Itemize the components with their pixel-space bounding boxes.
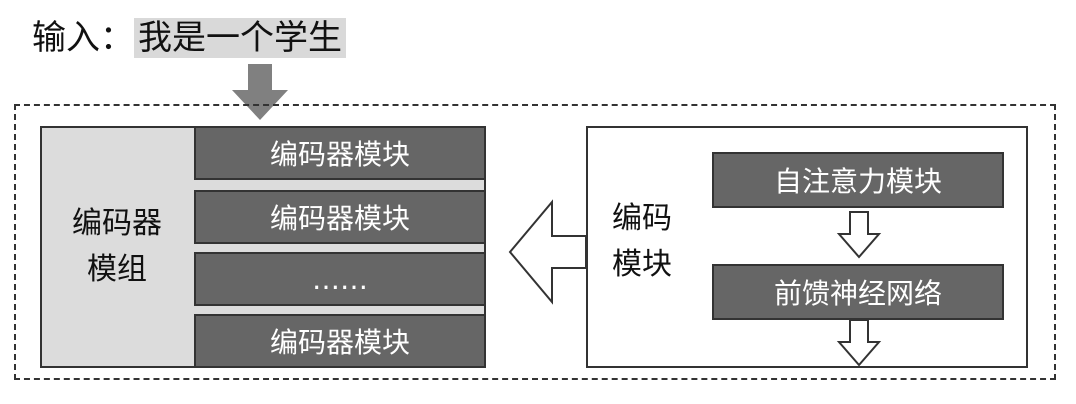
down-hollow-arrow-icon (836, 211, 882, 259)
input-sentence: 我是一个学生 (134, 18, 346, 58)
encoder-block: 编码器模块 (194, 126, 486, 180)
encoder-block-ellipsis: …… (194, 252, 486, 306)
encoder-group-label: 编码器模组 (72, 206, 162, 287)
input-label: 输入： (32, 18, 134, 58)
input-line: 输入：我是一个学生 (32, 14, 346, 62)
feed-forward-block: 前馈神经网络 (712, 264, 1004, 320)
encoder-block: 编码器模块 (194, 314, 486, 368)
self-attention-block: 自注意力模块 (712, 152, 1004, 208)
left-hollow-arrow-icon (508, 199, 587, 305)
input-down-arrow-icon (232, 64, 288, 120)
encoder-block: 编码器模块 (194, 190, 486, 244)
down-hollow-arrow-icon (836, 319, 882, 367)
encoding-module-label: 编码模块 (612, 201, 672, 282)
dashed-outer-frame (14, 104, 1056, 380)
encoder-group-label-area: 编码器模组 (40, 126, 194, 368)
